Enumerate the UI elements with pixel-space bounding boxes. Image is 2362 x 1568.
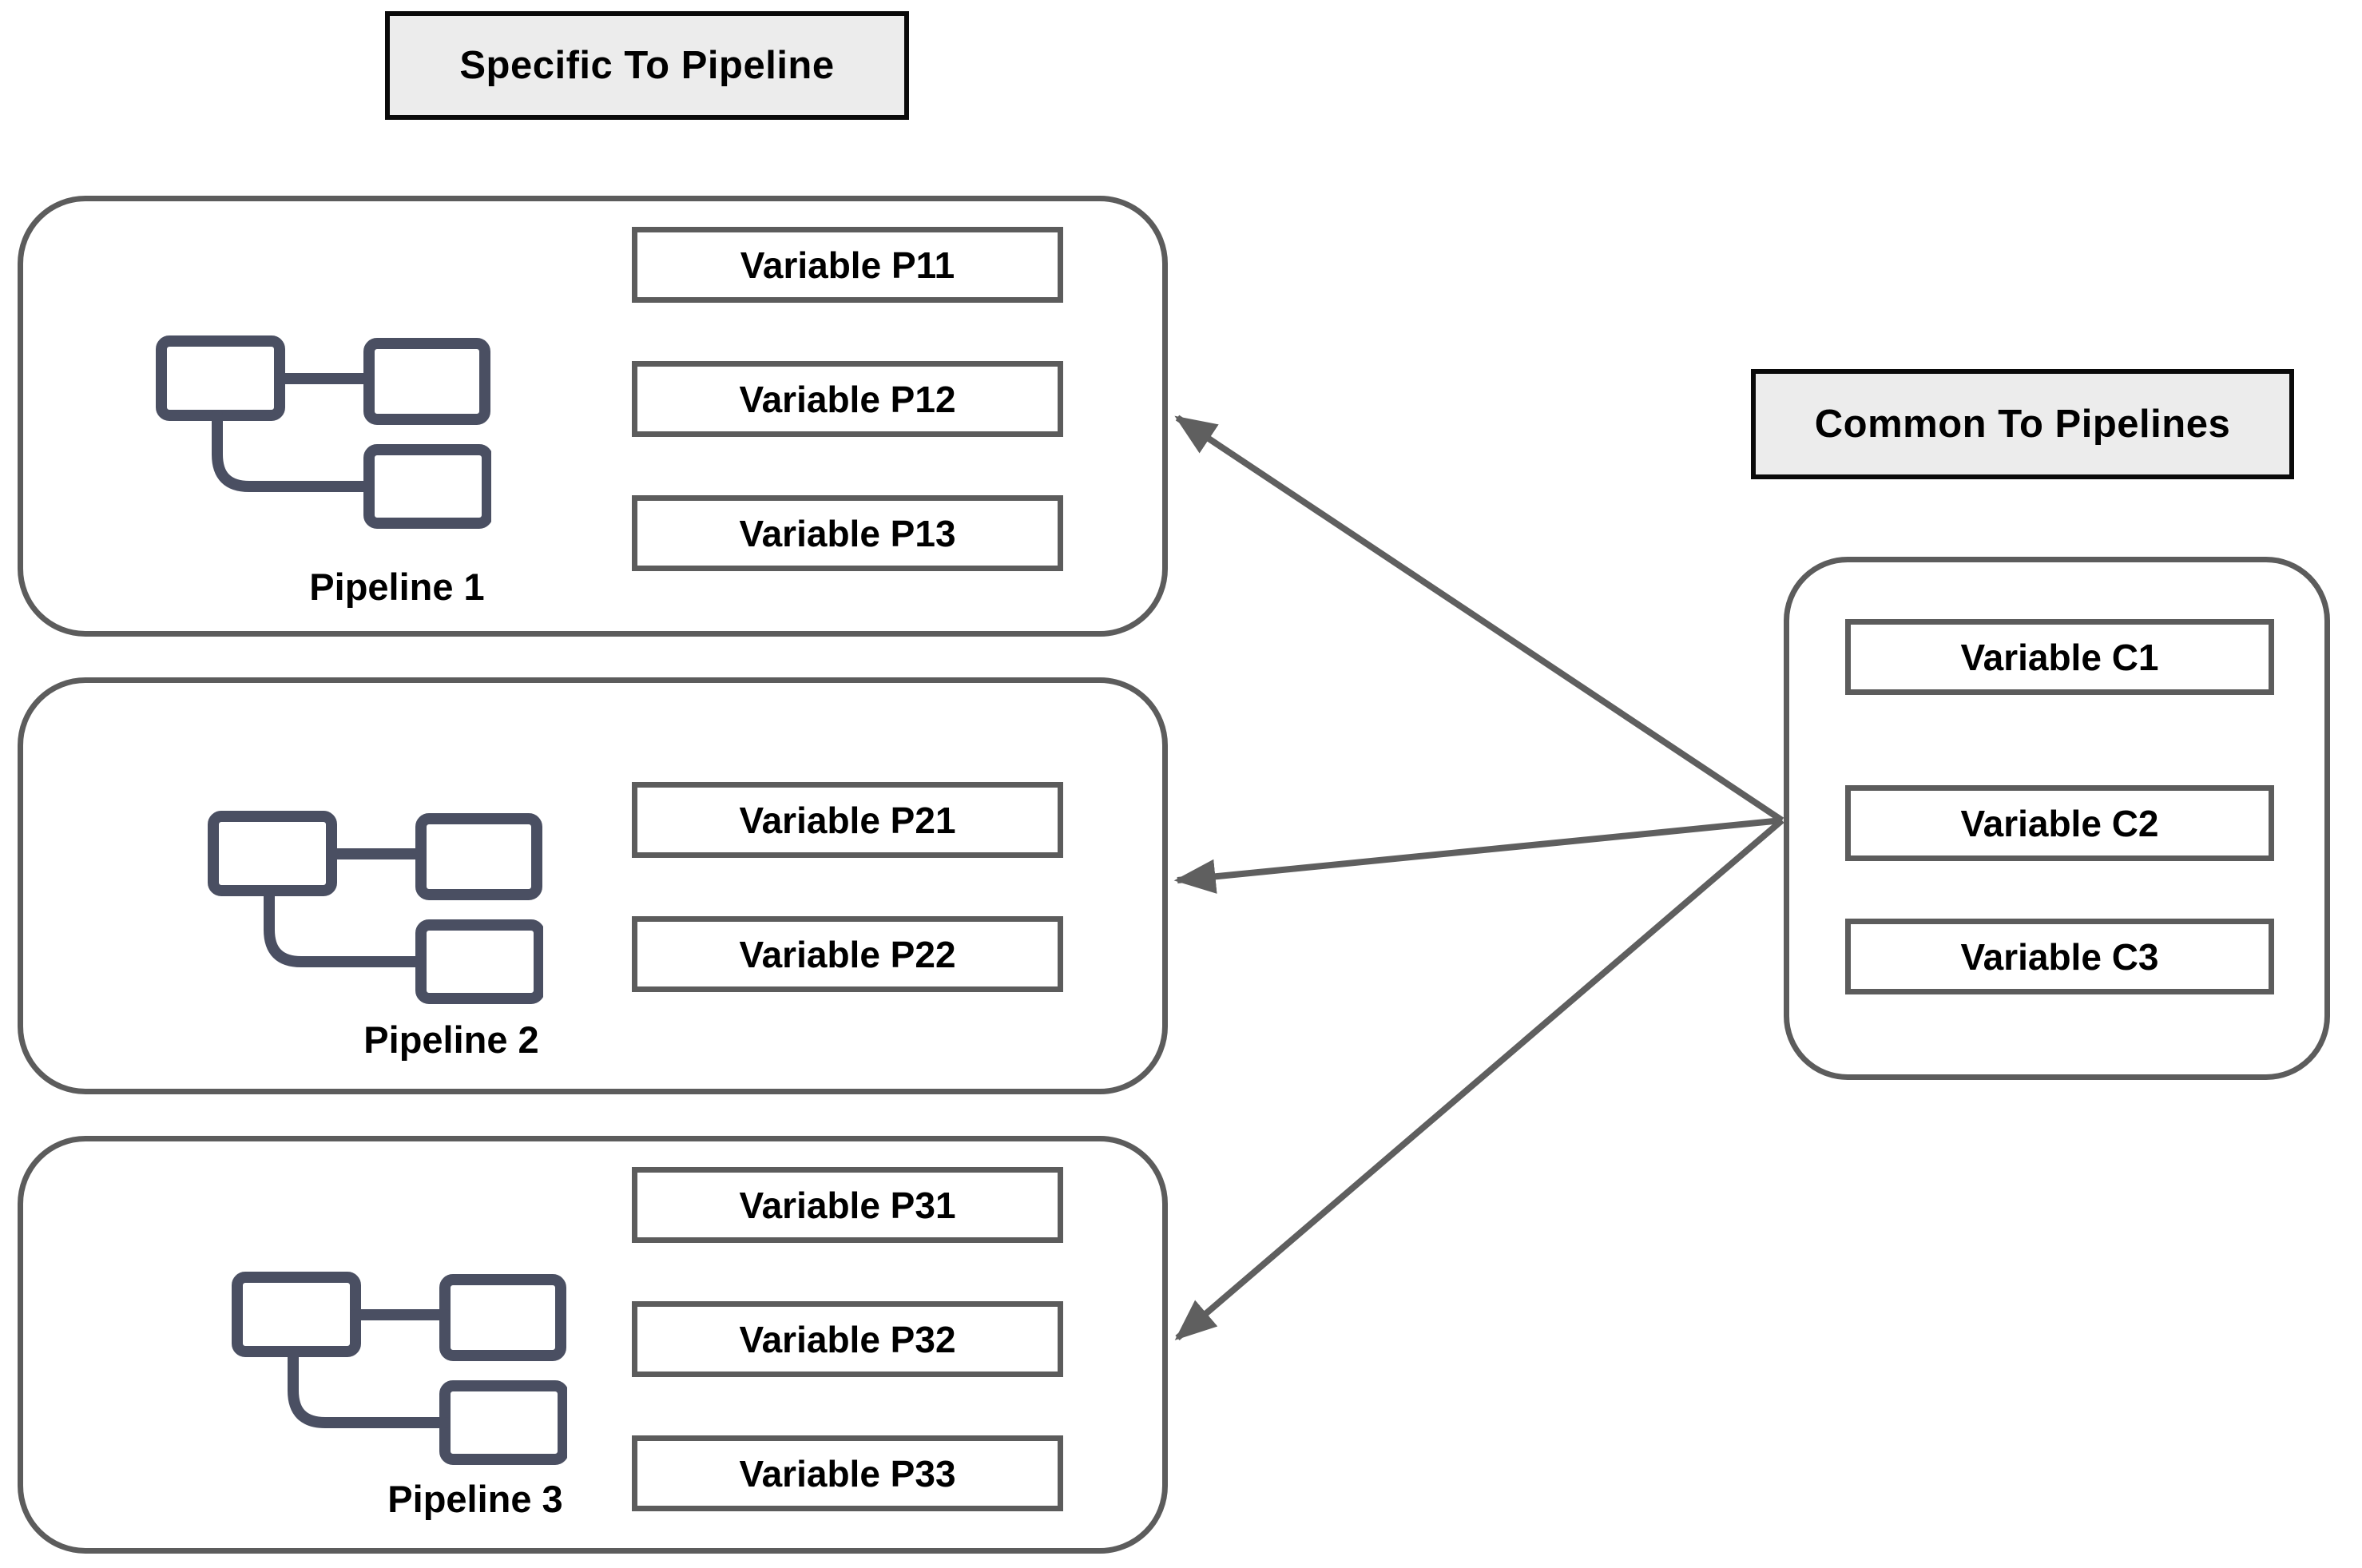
pipeline-1-caption: Pipeline 1 [309,566,485,608]
variable-box-p32: Variable P32 [632,1301,1063,1377]
variable-box-c2: Variable C2 [1845,785,2274,861]
pipeline-3-container: Pipeline 3 Variable P31 Variable P32 Var… [18,1136,1168,1554]
arrow-to-pipeline-2 [1173,817,1783,894]
pipeline-3-caption: Pipeline 3 [387,1478,563,1520]
common-to-pipelines-label: Common To Pipelines [1751,369,2294,479]
variable-box-p33: Variable P33 [632,1435,1063,1511]
variable-box-c3: Variable C3 [1845,919,2274,994]
pipeline-1-container: Pipeline 1 Variable P11 Variable P12 Var… [18,196,1168,637]
pipeline-2-container: Pipeline 2 Variable P21 Variable P22 [18,677,1168,1094]
arrow-to-pipeline-3 [1174,817,1784,1341]
variable-box-p11: Variable P11 [632,227,1063,303]
variable-box-p22: Variable P22 [632,916,1063,992]
variable-box-c1: Variable C1 [1845,619,2274,695]
pipeline-flow-icon [156,335,491,529]
pipeline-2-caption: Pipeline 2 [363,1018,539,1061]
common-variables-container: Variable C1 Variable C2 Variable C3 [1784,557,2330,1080]
variable-box-p31: Variable P31 [632,1167,1063,1243]
specific-to-pipeline-label: Specific To Pipeline [385,11,909,120]
variable-box-p21: Variable P21 [632,782,1063,858]
pipeline-flow-icon [208,811,543,1004]
variable-box-p13: Variable P13 [632,495,1063,571]
pipeline-flow-icon [232,1272,567,1465]
arrow-to-pipeline-1 [1174,415,1784,824]
variable-box-p12: Variable P12 [632,361,1063,437]
